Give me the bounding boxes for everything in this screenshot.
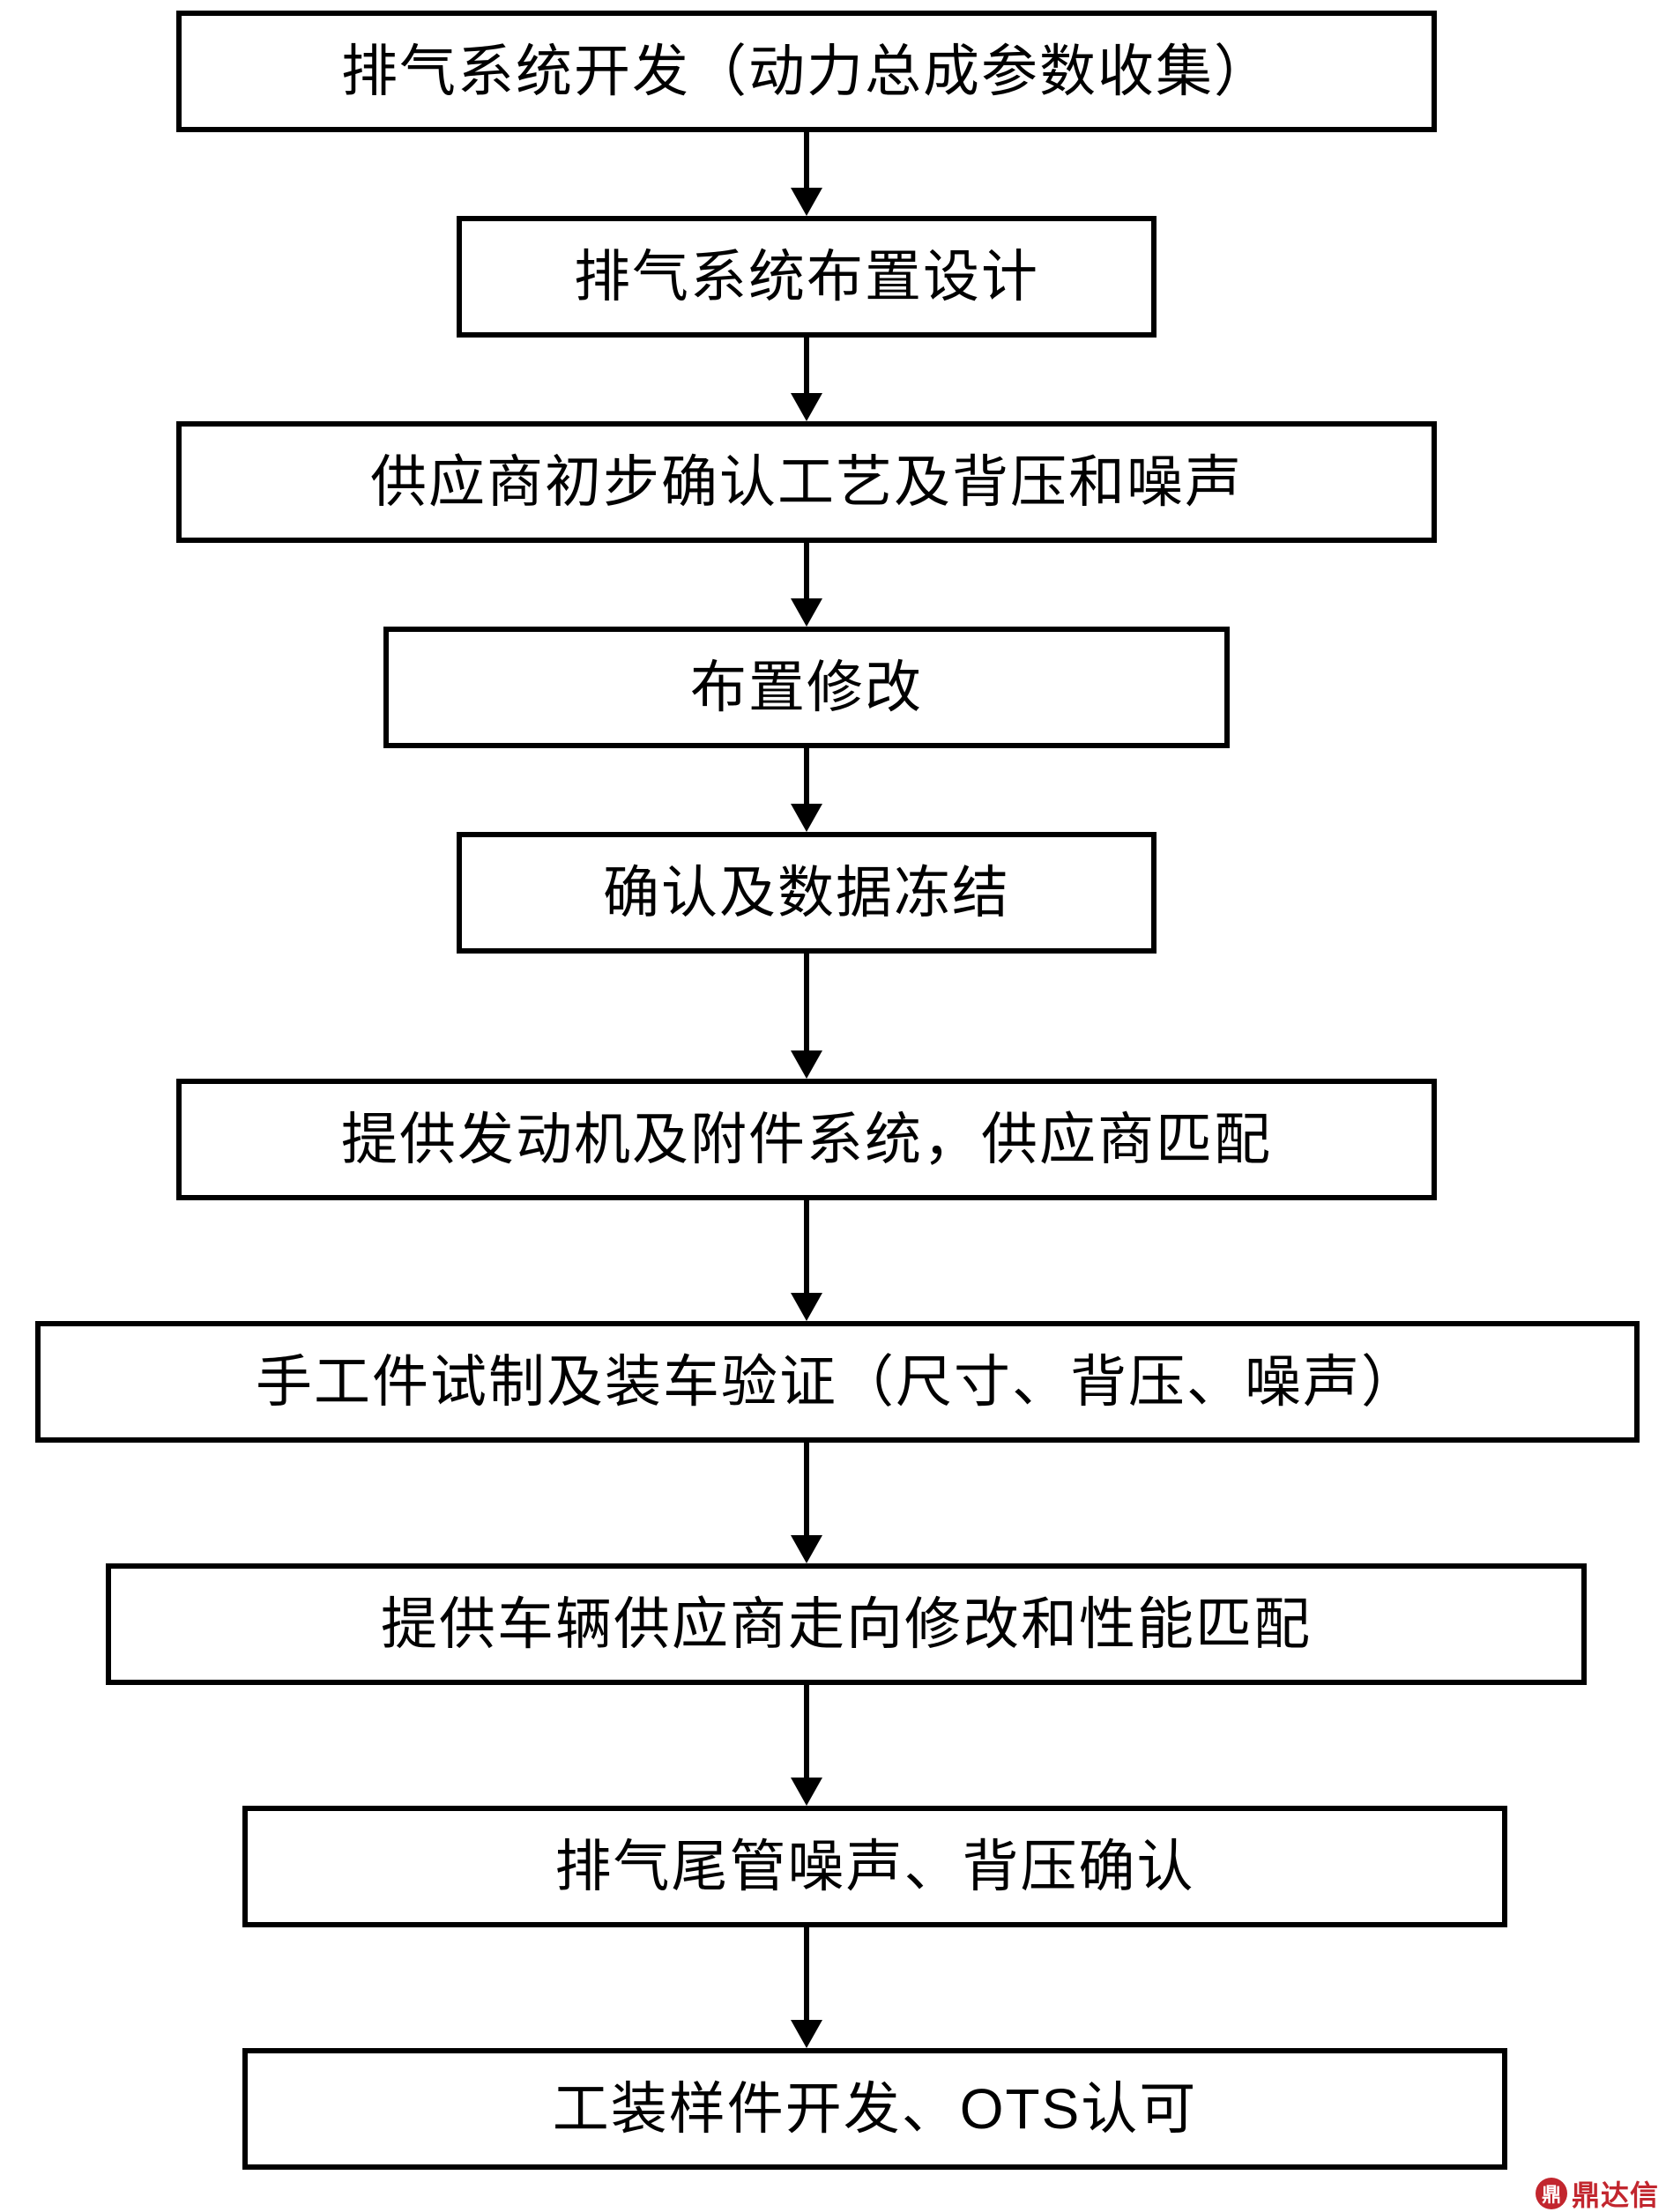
arrow-shaft: [804, 1927, 809, 2027]
arrow-shaft: [804, 748, 809, 811]
brand-name: 鼎达信: [1571, 2179, 1659, 2211]
flow-step-provide-engine-accessories: 提供发动机及附件系统，供应商匹配: [176, 1079, 1437, 1200]
arrow-shaft: [804, 1685, 809, 1785]
flow-step-layout-modification: 布置修改: [383, 627, 1230, 748]
arrow-head: [791, 1050, 822, 1079]
arrow-head: [791, 598, 822, 627]
arrow-shaft: [804, 543, 809, 605]
flow-step-tooling-sample-ots-approval: 工装样件开发、OTS认可: [242, 2048, 1507, 2170]
down-arrow-icon: [791, 132, 822, 216]
arrow-head: [791, 1293, 822, 1321]
flow-step-label: 供应商初步确认工艺及背压和噪声: [370, 450, 1243, 514]
flow-step-layout-design: 排气系统布置设计: [457, 216, 1157, 338]
down-arrow-icon: [791, 1200, 822, 1321]
flow-step-confirmation-data-freeze: 确认及数据冻结: [457, 832, 1157, 954]
flow-step-label: 手工件试制及装车验证（尺寸、背压、噪声）: [256, 1350, 1419, 1414]
arrow-shaft: [804, 954, 809, 1058]
arrow-head: [791, 2020, 822, 2048]
flow-step-label: 排气系统布置设计: [574, 245, 1039, 308]
flow-step-label: 确认及数据冻结: [603, 861, 1010, 924]
arrow-shaft: [804, 132, 809, 195]
flow-step-label: 提供发动机及附件系统，供应商匹配: [341, 1108, 1272, 1171]
down-arrow-icon: [791, 338, 822, 421]
down-arrow-icon: [791, 1443, 822, 1563]
flow-step-label: 排气尾管噪声、背压确认: [554, 1835, 1195, 1898]
flow-step-exhaust-system-development: 排气系统开发（动力总成参数收集）: [176, 11, 1437, 132]
arrow-head: [791, 804, 822, 832]
flow-step-tailpipe-noise-backpressure-confirmation: 排气尾管噪声、背压确认: [242, 1806, 1507, 1927]
flow-step-label: 布置修改: [690, 656, 923, 719]
down-arrow-icon: [791, 748, 822, 832]
arrow-shaft: [804, 1200, 809, 1300]
arrow-shaft: [804, 1443, 809, 1542]
down-arrow-icon: [791, 1685, 822, 1806]
flow-step-label: 排气系统开发（动力总成参数收集）: [341, 40, 1272, 103]
arrow-shaft: [804, 338, 809, 400]
down-arrow-icon: [791, 543, 822, 627]
flow-step-routing-modification-performance-matching: 提供车辆供应商走向修改和性能匹配: [106, 1563, 1587, 1685]
arrow-head: [791, 1535, 822, 1563]
arrow-head: [791, 1778, 822, 1806]
flow-step-label: 提供车辆供应商走向修改和性能匹配: [381, 1592, 1312, 1656]
arrow-head: [791, 188, 822, 216]
flow-step-supplier-preliminary-confirmation: 供应商初步确认工艺及背压和噪声: [176, 421, 1437, 543]
down-arrow-icon: [791, 954, 822, 1079]
down-arrow-icon: [791, 1927, 822, 2048]
flow-step-label: 工装样件开发、OTS认可: [552, 2077, 1198, 2141]
watermark: 鼎 鼎达信: [1535, 2173, 1659, 2212]
brand-logo-icon: 鼎: [1535, 2178, 1567, 2209]
arrow-head: [791, 393, 822, 421]
flow-step-handmade-trial-vehicle-verification: 手工件试制及装车验证（尺寸、背压、噪声）: [35, 1321, 1640, 1443]
